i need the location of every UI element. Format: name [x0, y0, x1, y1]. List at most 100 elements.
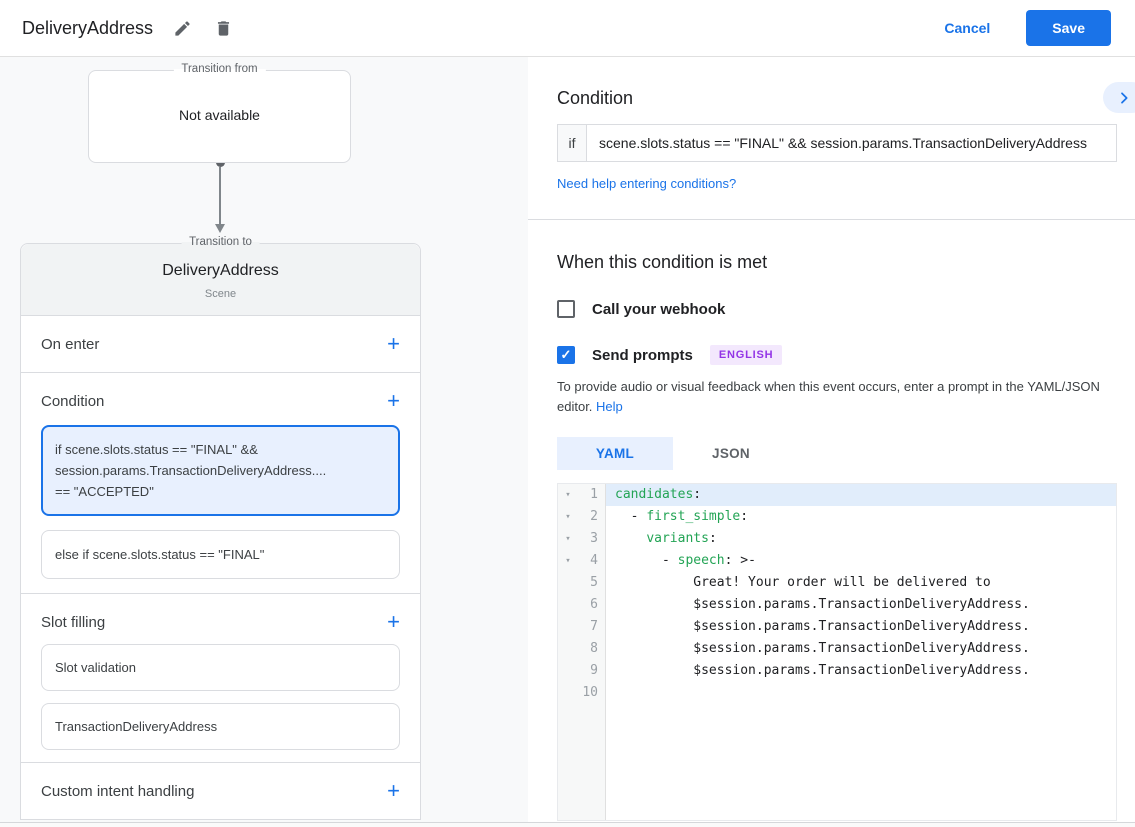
condition-panel-title: Condition — [557, 88, 634, 108]
conditions-help-link[interactable]: Need help entering conditions? — [557, 176, 737, 191]
chevron-right-icon — [1116, 90, 1132, 106]
yaml-key: candidates — [615, 487, 694, 502]
add-slot-button[interactable]: + — [387, 611, 400, 633]
yaml-key: first_simple — [646, 509, 741, 524]
code-line: 9 $session.params.TransactionDeliveryAdd… — [558, 660, 1116, 682]
add-condition-button[interactable]: + — [387, 390, 400, 412]
editor-gutter: 6 — [558, 594, 606, 616]
delete-scene-button[interactable] — [212, 17, 235, 40]
edit-title-button[interactable] — [171, 17, 194, 40]
fold-toggle-icon[interactable]: ▾ — [565, 534, 571, 544]
code-text[interactable]: - speech: >- — [615, 553, 756, 568]
add-on-enter-button[interactable]: + — [387, 333, 400, 355]
tab-yaml[interactable]: YAML — [557, 437, 673, 470]
call-webhook-checkbox[interactable] — [557, 300, 575, 318]
condition-detail-panel: Condition if Need help entering conditio… — [528, 57, 1135, 827]
plus-icon: + — [387, 778, 400, 803]
code-text[interactable]: - first_simple: — [615, 509, 749, 524]
scene-graph-panel: Transition from Not available Transition… — [0, 57, 528, 827]
code-text[interactable]: Great! Your order will be delivered to — [615, 575, 991, 590]
line-number: 6 — [590, 597, 598, 612]
line-number: 1 — [590, 487, 598, 502]
transition-from-label: Transition from — [173, 63, 266, 75]
transition-arrow — [0, 158, 440, 233]
scene-name: DeliveryAddress — [162, 262, 279, 279]
code-text[interactable]: $session.params.TransactionDeliveryAddre… — [615, 619, 1030, 634]
custom-intent-label: Custom intent handling — [41, 782, 195, 800]
editor-gutter: ▾1 — [558, 484, 606, 506]
yaml-key: speech — [677, 553, 725, 568]
webhook-row: Call your webhook — [557, 300, 1117, 318]
arrow-head-icon — [215, 224, 225, 233]
call-webhook-label: Call your webhook — [592, 300, 726, 318]
on-enter-label: On enter — [41, 335, 100, 353]
line-number: 5 — [590, 575, 598, 590]
send-prompts-label: Send prompts — [592, 346, 693, 364]
code-text[interactable]: candidates: — [606, 484, 1116, 506]
fold-toggle-icon[interactable]: ▾ — [565, 490, 571, 500]
send-prompts-checkbox[interactable]: ✓ — [557, 346, 575, 364]
plus-icon: + — [387, 388, 400, 413]
slot-card[interactable]: Slot validation — [41, 644, 400, 691]
prompts-description-text: To provide audio or visual feedback when… — [557, 379, 1100, 414]
plus-icon: + — [387, 331, 400, 356]
code-line: 10 — [558, 682, 1116, 704]
line-number: 3 — [590, 531, 598, 546]
condition-card[interactable]: else if scene.slots.status == "FINAL" — [41, 530, 400, 579]
slot-filling-label: Slot filling — [41, 613, 106, 631]
tab-json[interactable]: JSON — [712, 446, 750, 461]
section-condition: Condition + if scene.slots.status == "FI… — [21, 373, 420, 594]
code-line: ▾4 - speech: >- — [558, 550, 1116, 572]
send-prompts-row: ✓ Send prompts ENGLISH — [557, 345, 1117, 365]
slot-card[interactable]: TransactionDeliveryAddress — [41, 703, 400, 750]
fold-toggle-icon[interactable]: ▾ — [565, 512, 571, 522]
condition-card[interactable]: if scene.slots.status == "FINAL" &&sessi… — [41, 425, 400, 516]
code-text[interactable]: $session.params.TransactionDeliveryAddre… — [615, 663, 1030, 678]
collapse-panel-button[interactable] — [1103, 82, 1135, 113]
code-line: 7 $session.params.TransactionDeliveryAdd… — [558, 616, 1116, 638]
condition-card-line: == "ACCEPTED" — [55, 484, 154, 499]
code-line: ▾2 - first_simple: — [558, 506, 1116, 528]
condition-expression-group: if — [557, 124, 1117, 162]
trash-icon — [214, 19, 233, 38]
editor-empty-area[interactable] — [558, 704, 1116, 820]
panel-divider — [528, 219, 1135, 220]
condition-expression-input[interactable] — [587, 124, 1117, 162]
plus-icon: + — [387, 609, 400, 634]
line-number: 10 — [582, 685, 598, 700]
prompts-description: To provide audio or visual feedback when… — [557, 377, 1117, 417]
line-number: 9 — [590, 663, 598, 678]
scene-card-header[interactable]: DeliveryAddress Scene — [21, 244, 420, 316]
add-custom-intent-button[interactable]: + — [387, 780, 400, 802]
code-text[interactable]: $session.params.TransactionDeliveryAddre… — [615, 597, 1030, 612]
condition-card-line: else if scene.slots.status == "FINAL" — [55, 547, 265, 562]
editor-gutter: 8 — [558, 638, 606, 660]
save-button[interactable]: Save — [1026, 10, 1111, 46]
editor-gutter: ▾2 — [558, 506, 606, 528]
condition-card-line: if scene.slots.status == "FINAL" && — [55, 442, 258, 457]
line-number: 2 — [590, 509, 598, 524]
section-on-enter: On enter + — [21, 316, 420, 373]
prompts-help-link[interactable]: Help — [596, 399, 623, 414]
fold-toggle-icon[interactable]: ▾ — [565, 556, 571, 566]
code-text[interactable]: $session.params.TransactionDeliveryAddre… — [615, 641, 1030, 656]
line-number: 8 — [590, 641, 598, 656]
pencil-icon — [173, 19, 192, 38]
code-text[interactable]: variants: — [646, 531, 717, 546]
arrow-line — [219, 167, 221, 224]
editor-gutter: ▾3 — [558, 528, 606, 550]
editor-gutter — [558, 704, 606, 820]
horizontal-scrollbar-track[interactable] — [0, 822, 1135, 827]
page-title: DeliveryAddress — [22, 17, 154, 38]
line-number: 7 — [590, 619, 598, 634]
scene-card: Transition to DeliveryAddress Scene On e… — [20, 236, 421, 820]
code-text[interactable] — [606, 704, 1116, 820]
yaml-key: variants — [646, 531, 709, 546]
section-custom-intent: Custom intent handling + — [21, 763, 420, 819]
code-text[interactable] — [606, 682, 1116, 704]
cancel-button[interactable]: Cancel — [938, 19, 996, 37]
editor-gutter: 10 — [558, 682, 606, 704]
